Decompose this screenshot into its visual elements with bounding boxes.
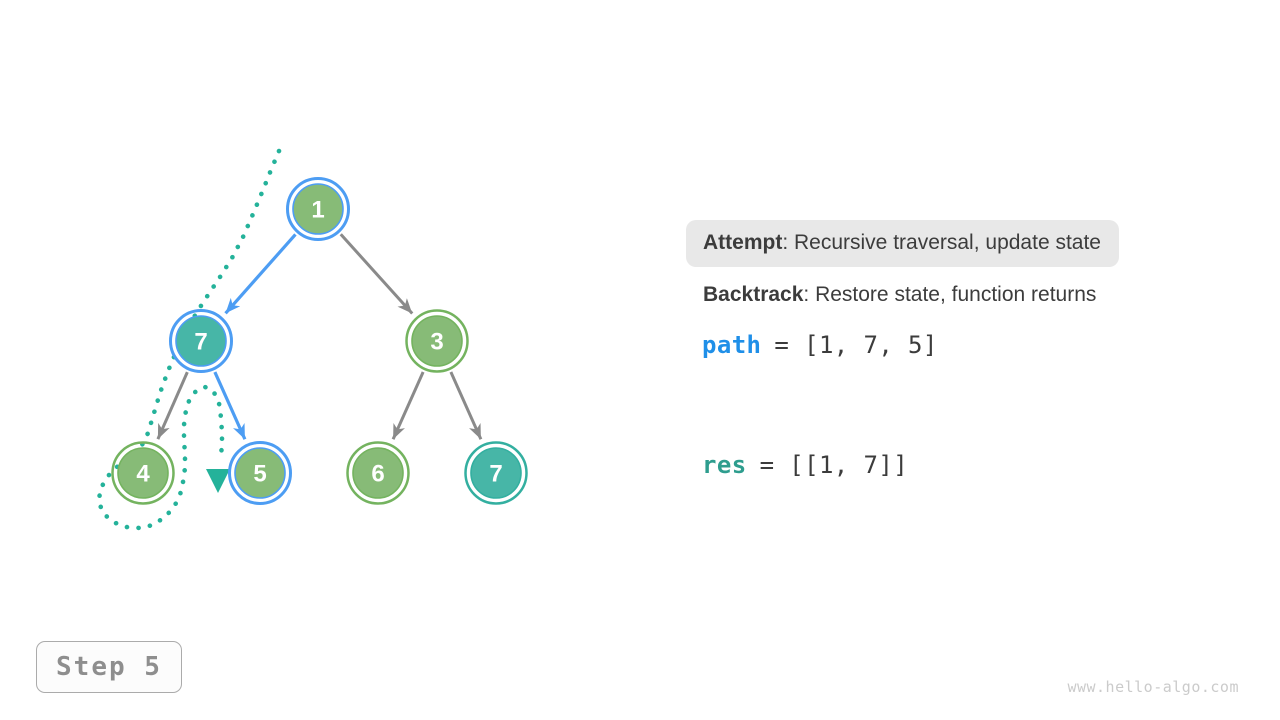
tree-node-value: 4 xyxy=(136,461,150,488)
tree-node-value: 7 xyxy=(194,329,207,356)
attempt-text: : Recursive traversal, update state xyxy=(782,231,1101,254)
step-indicator: Step 5 xyxy=(36,641,182,693)
tree-node-3: 3 xyxy=(405,309,469,373)
tree-node-6: 6 xyxy=(346,441,410,505)
tree-edge-7-5 xyxy=(213,371,247,440)
path-variable: path = [1, 7, 5] xyxy=(702,331,938,359)
tree-node-4: 4 xyxy=(111,441,175,505)
path-var-value: = [1, 7, 5] xyxy=(774,331,938,359)
tree-node-value: 1 xyxy=(311,197,324,224)
tree-edges xyxy=(156,233,483,440)
attempt-label: Attempt xyxy=(703,231,783,254)
attempt-note: Attempt: Recursive traversal, update sta… xyxy=(686,220,1119,267)
step-label: Step 5 xyxy=(56,652,162,682)
tree-node-7: 7 xyxy=(169,309,233,373)
tree-nodes: 1 7 3 4 5 6 7 xyxy=(111,177,528,505)
tree-node-5: 5 xyxy=(228,441,292,505)
tree-edge-3-6 xyxy=(391,371,425,440)
backtrack-note: Backtrack: Restore state, function retur… xyxy=(703,283,1096,307)
res-var-value: = [[1, 7]] xyxy=(759,451,909,479)
tree-edge-3-7 xyxy=(449,371,483,440)
tree-node-7: 7 xyxy=(464,441,528,505)
traversal-arrowhead-icon xyxy=(206,469,230,493)
tree-node-value: 5 xyxy=(253,461,266,488)
tree-node-1: 1 xyxy=(286,177,350,241)
tree-edge-1-7 xyxy=(224,233,297,315)
backtrack-label: Backtrack xyxy=(703,283,804,306)
tree-node-value: 3 xyxy=(430,329,443,356)
res-var-name: res xyxy=(702,451,747,479)
tree-node-value: 6 xyxy=(371,461,384,488)
tree-node-value: 7 xyxy=(489,461,502,488)
tree-edge-1-3 xyxy=(339,233,414,315)
site-watermark: www.hello-algo.com xyxy=(1067,678,1239,696)
tree-edge-7-4 xyxy=(156,371,189,440)
path-var-name: path xyxy=(702,331,762,359)
res-variable: res = [[1, 7]] xyxy=(702,451,908,479)
backtrack-text: : Restore state, function returns xyxy=(803,283,1097,306)
